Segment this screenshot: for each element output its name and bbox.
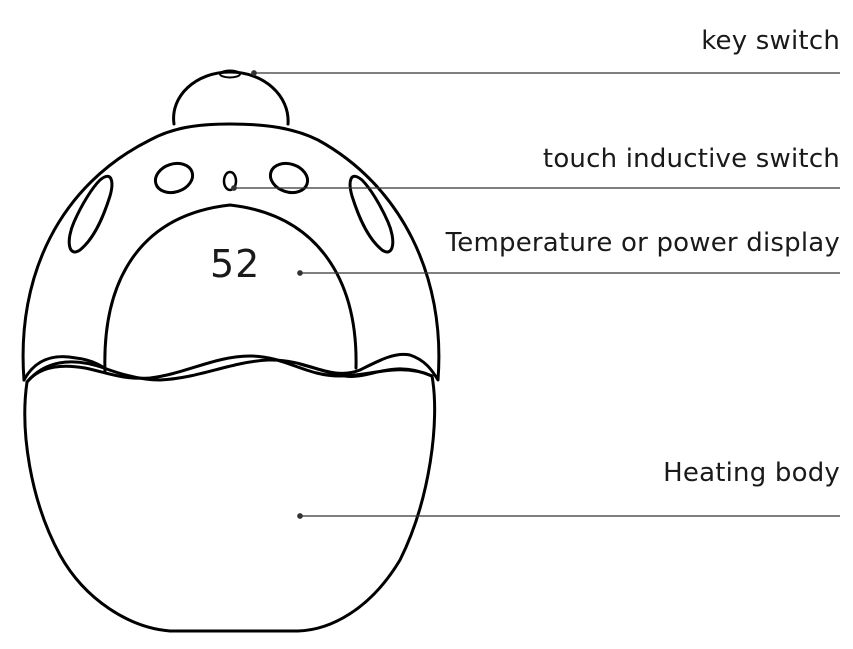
key-switch-button bbox=[219, 69, 241, 79]
temperature-display-value: 52 bbox=[210, 242, 261, 286]
leader-dot-touch-switch bbox=[231, 185, 237, 191]
touch-sensor-center bbox=[222, 170, 238, 192]
label-heating-body: Heating body bbox=[663, 458, 840, 488]
touch-pad-right bbox=[268, 161, 310, 195]
leader-dot-heating-body bbox=[297, 513, 303, 519]
upper-lid-shell bbox=[21, 122, 441, 382]
label-touch-inductive-switch: touch inductive switch bbox=[542, 144, 840, 174]
heating-body-shell bbox=[23, 358, 437, 633]
upper-lid-rim bbox=[22, 355, 106, 382]
touch-pad-left bbox=[153, 161, 195, 195]
leader-dot-key-switch bbox=[251, 70, 257, 76]
leader-dot-display bbox=[297, 270, 303, 276]
display-window bbox=[103, 203, 358, 374]
label-key-switch: key switch bbox=[701, 26, 840, 56]
wavy-seam bbox=[25, 354, 434, 384]
label-temperature-display: Temperature or power display bbox=[445, 228, 840, 258]
key-switch-dome bbox=[172, 70, 290, 126]
side-vent-left bbox=[67, 174, 114, 254]
side-vent-right bbox=[348, 174, 395, 254]
